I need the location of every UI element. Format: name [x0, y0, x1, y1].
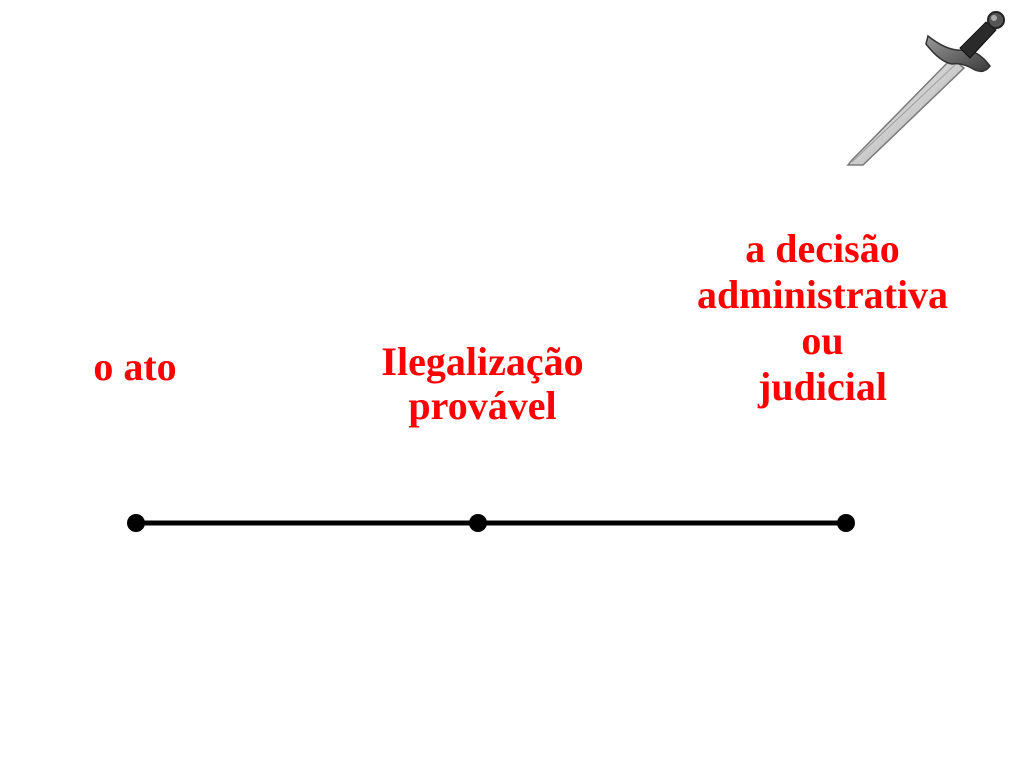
label-end-line: ou [801, 318, 844, 363]
label-start: o ato [60, 345, 210, 389]
timeline-point-end [837, 514, 855, 532]
label-end-line: administrativa [696, 272, 949, 317]
label-end: a decisão administrativa ou judicial [655, 226, 990, 410]
label-end-line: a decisão [745, 226, 900, 271]
label-middle: Ilegalização provável [330, 340, 635, 428]
timeline-point-start [127, 514, 145, 532]
sword-icon [846, 11, 1005, 166]
label-middle-line: Ilegalização [381, 339, 584, 384]
label-start-text: o ato [93, 344, 177, 389]
timeline-point-middle [469, 514, 487, 532]
label-middle-line: provável [408, 383, 557, 428]
label-end-line: judicial [758, 364, 887, 409]
